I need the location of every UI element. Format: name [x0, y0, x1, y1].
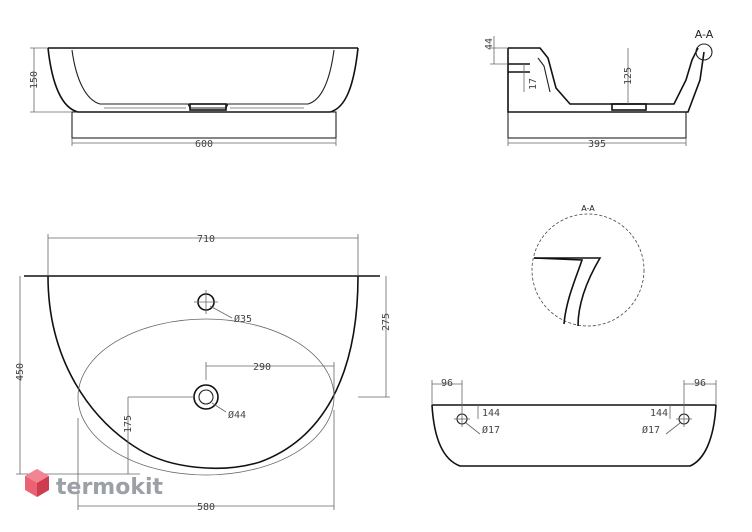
termokit-logo: termokit [25, 469, 163, 500]
back-left-edge-label: 96 [441, 378, 453, 389]
detail-view: A-A [531, 204, 645, 327]
front-width-label: 600 [195, 139, 213, 150]
side-top-label: 44 [484, 38, 495, 50]
side-depth-label: 125 [623, 67, 634, 85]
front-view: 150 600 [29, 47, 359, 150]
top-depth-label: 450 [15, 363, 26, 381]
section-callout-label: A-A [695, 28, 714, 41]
detail-title: A-A [581, 204, 595, 213]
top-width-label: 710 [197, 234, 215, 245]
drain-offset-label: 275 [381, 313, 392, 331]
top-view: Ø35 Ø44 710 450 275 290 175 580 [15, 234, 392, 513]
back-left-hole-y-label: 144 [482, 408, 500, 419]
tap-hole-label: Ø35 [234, 313, 252, 325]
back-right-hole-y-label: 144 [650, 408, 668, 419]
back-left-hole-dia-label: Ø17 [482, 424, 500, 436]
side-view: 44 17 125 395 A-A [484, 28, 714, 150]
side-width-label: 395 [588, 139, 606, 150]
front-height-label: 150 [29, 71, 40, 89]
logo-text: termokit [56, 475, 163, 500]
bowl-width-label: 290 [253, 362, 271, 373]
drain-dia-label: Ø44 [228, 409, 246, 421]
back-right-hole-dia-label: Ø17 [642, 424, 660, 436]
back-right-edge-label: 96 [694, 378, 706, 389]
bowl-length-label: 580 [197, 502, 215, 513]
back-view: 96 96 144 Ø17 144 Ø17 [431, 378, 717, 467]
side-hole-label: 17 [528, 78, 539, 90]
drain-y-label: 175 [123, 415, 134, 433]
